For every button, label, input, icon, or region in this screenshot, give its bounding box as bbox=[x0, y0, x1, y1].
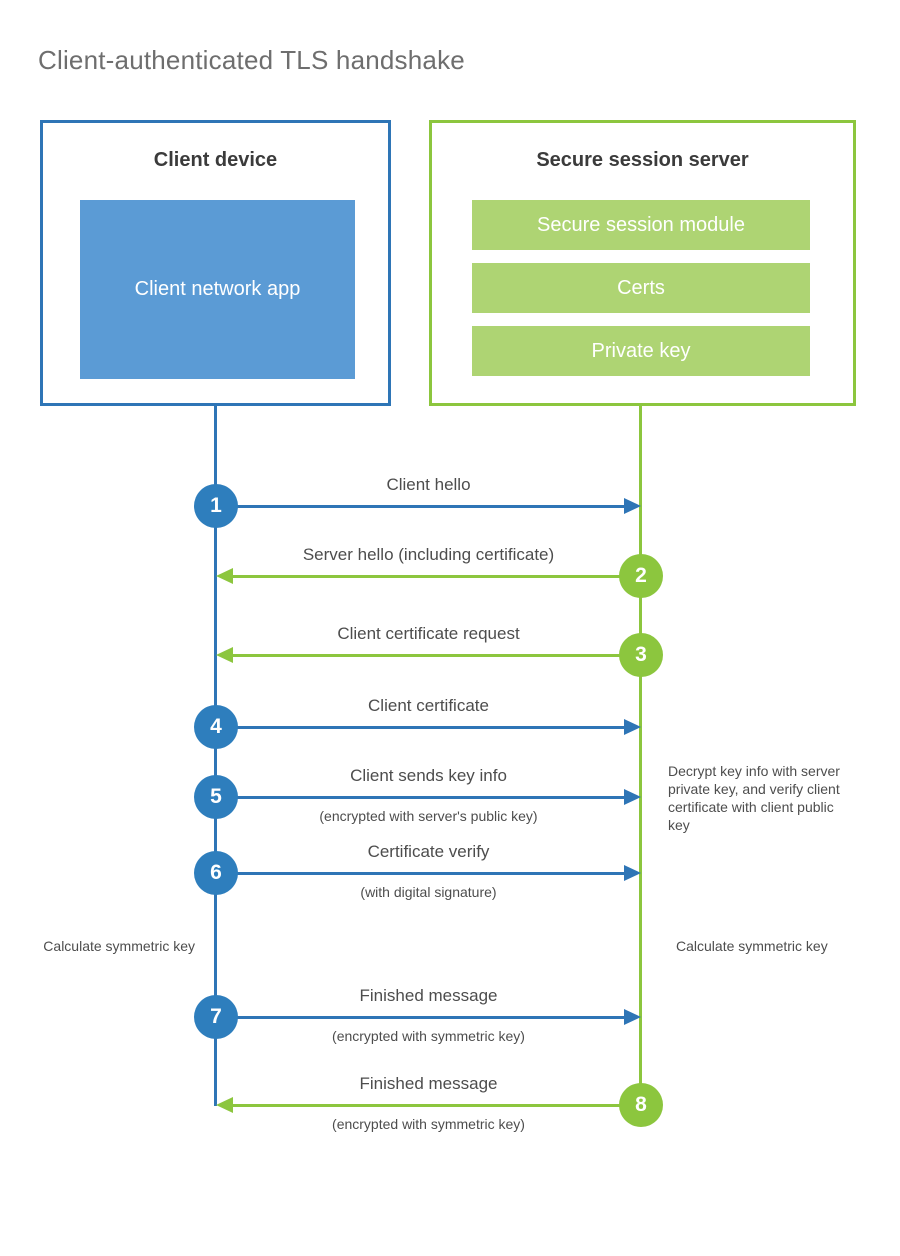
message-arrow-head-5 bbox=[624, 789, 641, 805]
message-sublabel-5: (encrypted with server's public key) bbox=[319, 808, 538, 824]
step-circle-8: 8 bbox=[619, 1083, 663, 1127]
message-sublabel-6: (with digital signature) bbox=[360, 884, 497, 900]
message-label-7: Finished message bbox=[359, 986, 498, 1005]
step-circle-2: 2 bbox=[619, 554, 663, 598]
note-server-decrypt: Decrypt key info with server private key… bbox=[668, 763, 840, 833]
message-label-2: Server hello (including certificate) bbox=[302, 545, 555, 564]
message-arrow-line-5 bbox=[216, 796, 624, 799]
secure-session-server-title: Secure session server bbox=[536, 149, 749, 171]
message-arrow-head-4 bbox=[624, 719, 641, 735]
message-label-5: Client sends key info bbox=[350, 766, 507, 785]
server-component-certs: Certs bbox=[472, 263, 810, 313]
message-arrow-line-2 bbox=[233, 575, 641, 578]
client-device-box: Client device Client network app bbox=[40, 120, 391, 406]
server-lifeline bbox=[639, 406, 642, 1106]
client-device-title: Client device bbox=[153, 149, 278, 171]
note-server-calculate-symmetric-key: Calculate symmetric key bbox=[676, 938, 828, 954]
message-arrow-head-6 bbox=[624, 865, 641, 881]
note-client-calculate-symmetric-key: Calculate symmetric key bbox=[43, 938, 195, 954]
message-arrow-head-2 bbox=[216, 568, 233, 584]
message-arrow-head-7 bbox=[624, 1009, 641, 1025]
message-label-6: Certificate verify bbox=[367, 842, 490, 861]
message-sublabel-7: (encrypted with symmetric key) bbox=[332, 1028, 525, 1044]
message-label-4: Client certificate bbox=[368, 696, 489, 715]
message-arrow-line-1 bbox=[216, 505, 624, 508]
message-arrow-head-8 bbox=[216, 1097, 233, 1113]
message-arrow-line-7 bbox=[216, 1016, 624, 1019]
message-arrow-line-4 bbox=[216, 726, 624, 729]
client-network-app-block: Client network app bbox=[80, 200, 355, 379]
message-arrow-head-3 bbox=[216, 647, 233, 663]
message-sublabel-8: (encrypted with symmetric key) bbox=[332, 1116, 525, 1132]
server-component-secure-session-module: Secure session module bbox=[472, 200, 810, 250]
step-circle-3: 3 bbox=[619, 633, 663, 677]
client-lifeline bbox=[214, 406, 217, 1106]
step-circle-1: 1 bbox=[194, 484, 238, 528]
message-arrow-line-6 bbox=[216, 872, 624, 875]
server-component-private-key: Private key bbox=[472, 326, 810, 376]
step-circle-6: 6 bbox=[194, 851, 238, 895]
message-arrow-line-8 bbox=[233, 1104, 641, 1107]
message-arrow-line-3 bbox=[233, 654, 641, 657]
message-label-1: Client hello bbox=[386, 475, 471, 494]
step-circle-5: 5 bbox=[194, 775, 238, 819]
step-circle-7: 7 bbox=[194, 995, 238, 1039]
secure-session-server-box: Secure session server Secure session mod… bbox=[429, 120, 856, 406]
message-label-3: Client certificate request bbox=[337, 624, 520, 643]
step-circle-4: 4 bbox=[194, 705, 238, 749]
message-label-8: Finished message bbox=[359, 1074, 498, 1093]
message-arrow-head-1 bbox=[624, 498, 641, 514]
page-title: Client-authenticated TLS handshake bbox=[38, 45, 465, 76]
